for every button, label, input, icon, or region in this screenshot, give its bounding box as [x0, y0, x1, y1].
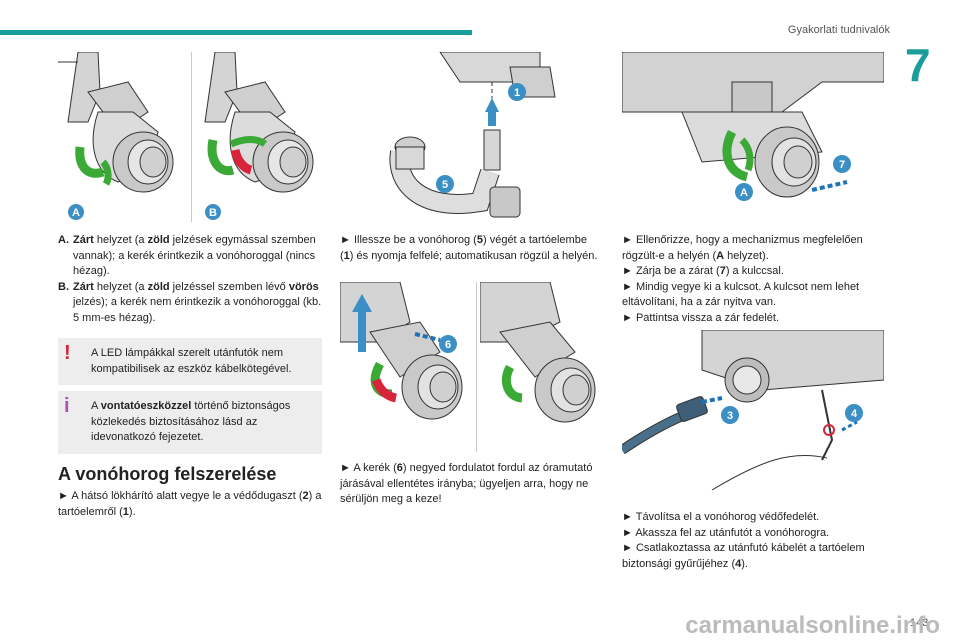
figure-divider: [476, 282, 477, 452]
warning-text: A LED lámpákkal szerelt utánfutók nem ko…: [91, 347, 292, 375]
definition-body: Zárt helyzet (a zöld jelzéssel szemben l…: [73, 280, 324, 327]
warning-notice: ! A LED lámpákkal szerelt utánfutók nem …: [58, 338, 322, 385]
step-ref: 1: [122, 505, 129, 518]
page-number: 143: [910, 617, 929, 629]
step-hitch-trailer: ► Akassza fel az utánfutót a vonóhorogra…: [622, 526, 830, 539]
chapter-number: 7: [905, 39, 931, 91]
definition-bold: Zárt: [73, 280, 94, 293]
figure-label-7: 7: [839, 159, 845, 171]
definition-bold: vörös: [288, 280, 319, 293]
figure-label-3: 3: [727, 410, 733, 422]
definition-text: jelzéssel szemben lévő: [169, 280, 289, 293]
definition-term: B.: [58, 280, 69, 293]
definition-term: A.: [58, 234, 69, 246]
definition-bold: zöld: [147, 234, 170, 246]
definition-a: A. Zárt helyzet (a zöld jelzések egymáss…: [58, 233, 324, 280]
figure-connect-cable: 3 4: [622, 330, 884, 500]
step-ref: 2: [302, 490, 309, 502]
definition-bold: Zárt: [73, 234, 94, 246]
header-accent-bar: [0, 30, 472, 35]
step-text: ► Zárja be a zárat (: [622, 265, 720, 277]
step-close-lock: ► Zárja be a zárat (7) a kulccsal.: [622, 264, 884, 280]
figure-label-5: 5: [442, 179, 448, 191]
figure-label-6: 6: [445, 339, 451, 351]
step-ref: 1: [343, 249, 350, 262]
step-text: ► A kerék (: [340, 462, 397, 474]
figure-wheel-turn: 6: [340, 282, 473, 452]
steps-lock: ► Ellenőrizze, hogy a mechanizmus megfel…: [622, 233, 884, 326]
position-definitions: A. Zárt helyzet (a zöld jelzések egymáss…: [58, 233, 324, 326]
info-text-pre: A: [91, 400, 101, 412]
figure-label-b: B: [209, 207, 217, 219]
step-text: ) a kulccsal.: [725, 265, 784, 277]
info-text-post: történő biztonságos közlekedés biztosítá…: [91, 400, 291, 443]
step-text: ) negyed fordulatot fordul az óramutató …: [340, 462, 593, 505]
definition-text: helyzet (a: [93, 280, 148, 293]
warning-icon: !: [64, 342, 71, 364]
figure-divider: [191, 52, 192, 222]
figure-label-a: A: [72, 207, 80, 219]
section-header-title: Gyakorlati tudnivalók: [787, 24, 890, 36]
steps-connect: ► Távolítsa el a vonóhorog védőfedelét. …: [622, 510, 884, 572]
figure-label-a2: A: [740, 187, 748, 199]
step-text: ► A hátsó lökhárító alatt vegye le a véd…: [58, 490, 303, 502]
info-notice: i A vontatóeszközzel történő biztonságos…: [58, 391, 322, 454]
step-ref: 4: [735, 557, 742, 570]
step-ref: 6: [396, 462, 403, 474]
section-heading: A vonóhorog felszerelése: [58, 464, 277, 484]
definition-text: jelzések egymással szemben vannak); a ke…: [73, 234, 316, 277]
step-ref: 5: [476, 234, 483, 246]
definition-text: helyzet (a: [93, 234, 148, 246]
step-remove-key: ► Mindig vegye ki a kulcsot. A kulcsot n…: [622, 280, 860, 309]
step-text: ) végét a tartóelembe (: [340, 234, 587, 262]
definition-text: jelzés); a kerék nem érintkezik a vonóho…: [73, 296, 322, 324]
step-text: ► Ellenőrizze, hogy a mechanizmus megfel…: [622, 234, 863, 262]
step-text: helyzet).: [724, 249, 769, 262]
step-ref: A: [716, 249, 725, 262]
step-text: ► Illessze be a vonóhorog (: [340, 234, 477, 246]
definition-bold: zöld: [147, 280, 170, 293]
step-connect-cable: ► Csatlakoztassa az utánfutó kábelét a t…: [622, 541, 884, 572]
figure-position-a: A: [58, 52, 188, 222]
step-close-cover: ► Pattintsa vissza a zár fedelét.: [622, 311, 780, 324]
figure-insert-hook: 1 5: [340, 52, 602, 222]
step-text: ).: [128, 505, 136, 518]
step-text: ► Csatlakoztassa az utánfutó kábelét a t…: [622, 542, 865, 570]
step-remove-cover: ► Távolítsa el a vonóhorog védőfedelét.: [622, 511, 820, 523]
step-check: ► Ellenőrizze, hogy a mechanizmus megfel…: [622, 233, 884, 264]
step-insert-hook: ► Illessze be a vonóhorog (5) végét a ta…: [340, 233, 602, 264]
step-turn-wheel: ► A kerék (6) negyed fordulatot fordul a…: [340, 461, 602, 508]
step-text: ) és nyomja felfelé; automatikusan rögzü…: [349, 249, 598, 262]
info-icon: i: [64, 395, 70, 417]
figure-lock: 7 A: [622, 52, 884, 222]
step-text: ) a tartóelemről (: [58, 490, 322, 518]
figure-label-4: 4: [851, 408, 858, 420]
figure-position-b: B: [195, 52, 325, 222]
step-ref: 7: [719, 265, 726, 277]
step-remove-cap: ► A hátsó lökhárító alatt vegye le a véd…: [58, 489, 324, 520]
figure-wheel-locked: [480, 282, 602, 452]
figure-label-1: 1: [514, 87, 520, 99]
watermark: carmanualsonline.info: [685, 612, 940, 639]
definition-body: Zárt helyzet (a zöld jelzések egymással …: [73, 233, 324, 280]
info-text-bold: vontatóeszközzel: [100, 400, 192, 412]
definition-b: B. Zárt helyzet (a zöld jelzéssel szembe…: [58, 280, 324, 327]
step-text: ).: [741, 557, 748, 570]
